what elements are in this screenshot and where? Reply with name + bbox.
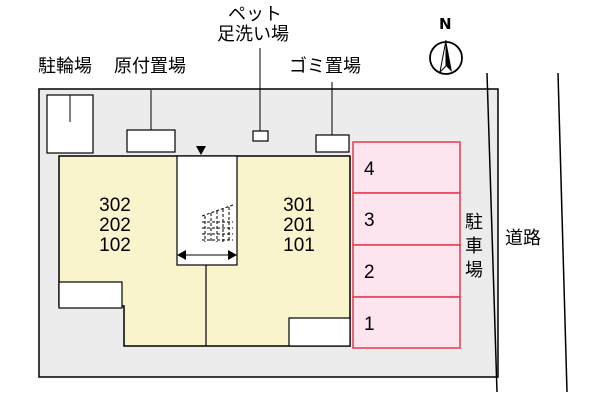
road-edge-line — [486, 72, 498, 393]
pet-wash-label-line2: 足洗い場 — [217, 24, 289, 45]
stair-steps — [201, 204, 234, 242]
road-label: 道路 — [505, 228, 541, 249]
parking-number-4: 4 — [364, 159, 375, 180]
parking-number-1: 1 — [364, 314, 375, 335]
road-far-line — [557, 72, 568, 393]
right-notch — [288, 317, 351, 347]
pet-wash-box — [252, 130, 269, 142]
motorbike-parking-label: 原付置場 — [114, 56, 186, 77]
stair-hall — [176, 155, 238, 266]
parking-area — [352, 141, 461, 349]
parking-label-char-1: 駐 — [465, 212, 483, 233]
parking-number-2: 2 — [364, 262, 375, 283]
parking-label: 駐 車 場 — [463, 211, 485, 283]
parking-space-1 — [352, 296, 461, 349]
left-notch — [58, 281, 123, 309]
north-compass-icon — [429, 39, 463, 75]
units-right: 301 201 101 — [272, 196, 326, 256]
pet-wash-label-line1: ペット — [228, 4, 282, 25]
bicycle-parking-label: 駐輪場 — [38, 56, 92, 77]
parking-label-char-2: 車 — [465, 236, 483, 257]
arrow-left — [177, 250, 186, 260]
parking-label-char-3: 場 — [465, 260, 483, 281]
arrow-right — [228, 250, 237, 260]
unit-301: 301 — [283, 195, 315, 216]
north-label: N — [439, 15, 452, 33]
parking-space-4 — [352, 141, 461, 194]
unit-202: 202 — [99, 215, 131, 236]
entrance-marker — [196, 146, 206, 155]
unit-302: 302 — [99, 195, 131, 216]
parking-number-3: 3 — [364, 210, 375, 231]
units-left: 302 202 102 — [88, 196, 142, 256]
garbage-box — [315, 134, 350, 153]
unit-101: 101 — [283, 235, 315, 256]
unit-201: 201 — [283, 215, 315, 236]
unit-102: 102 — [99, 235, 131, 256]
motorbike-parking-box — [126, 129, 176, 153]
garbage-label: ゴミ置場 — [289, 56, 361, 77]
